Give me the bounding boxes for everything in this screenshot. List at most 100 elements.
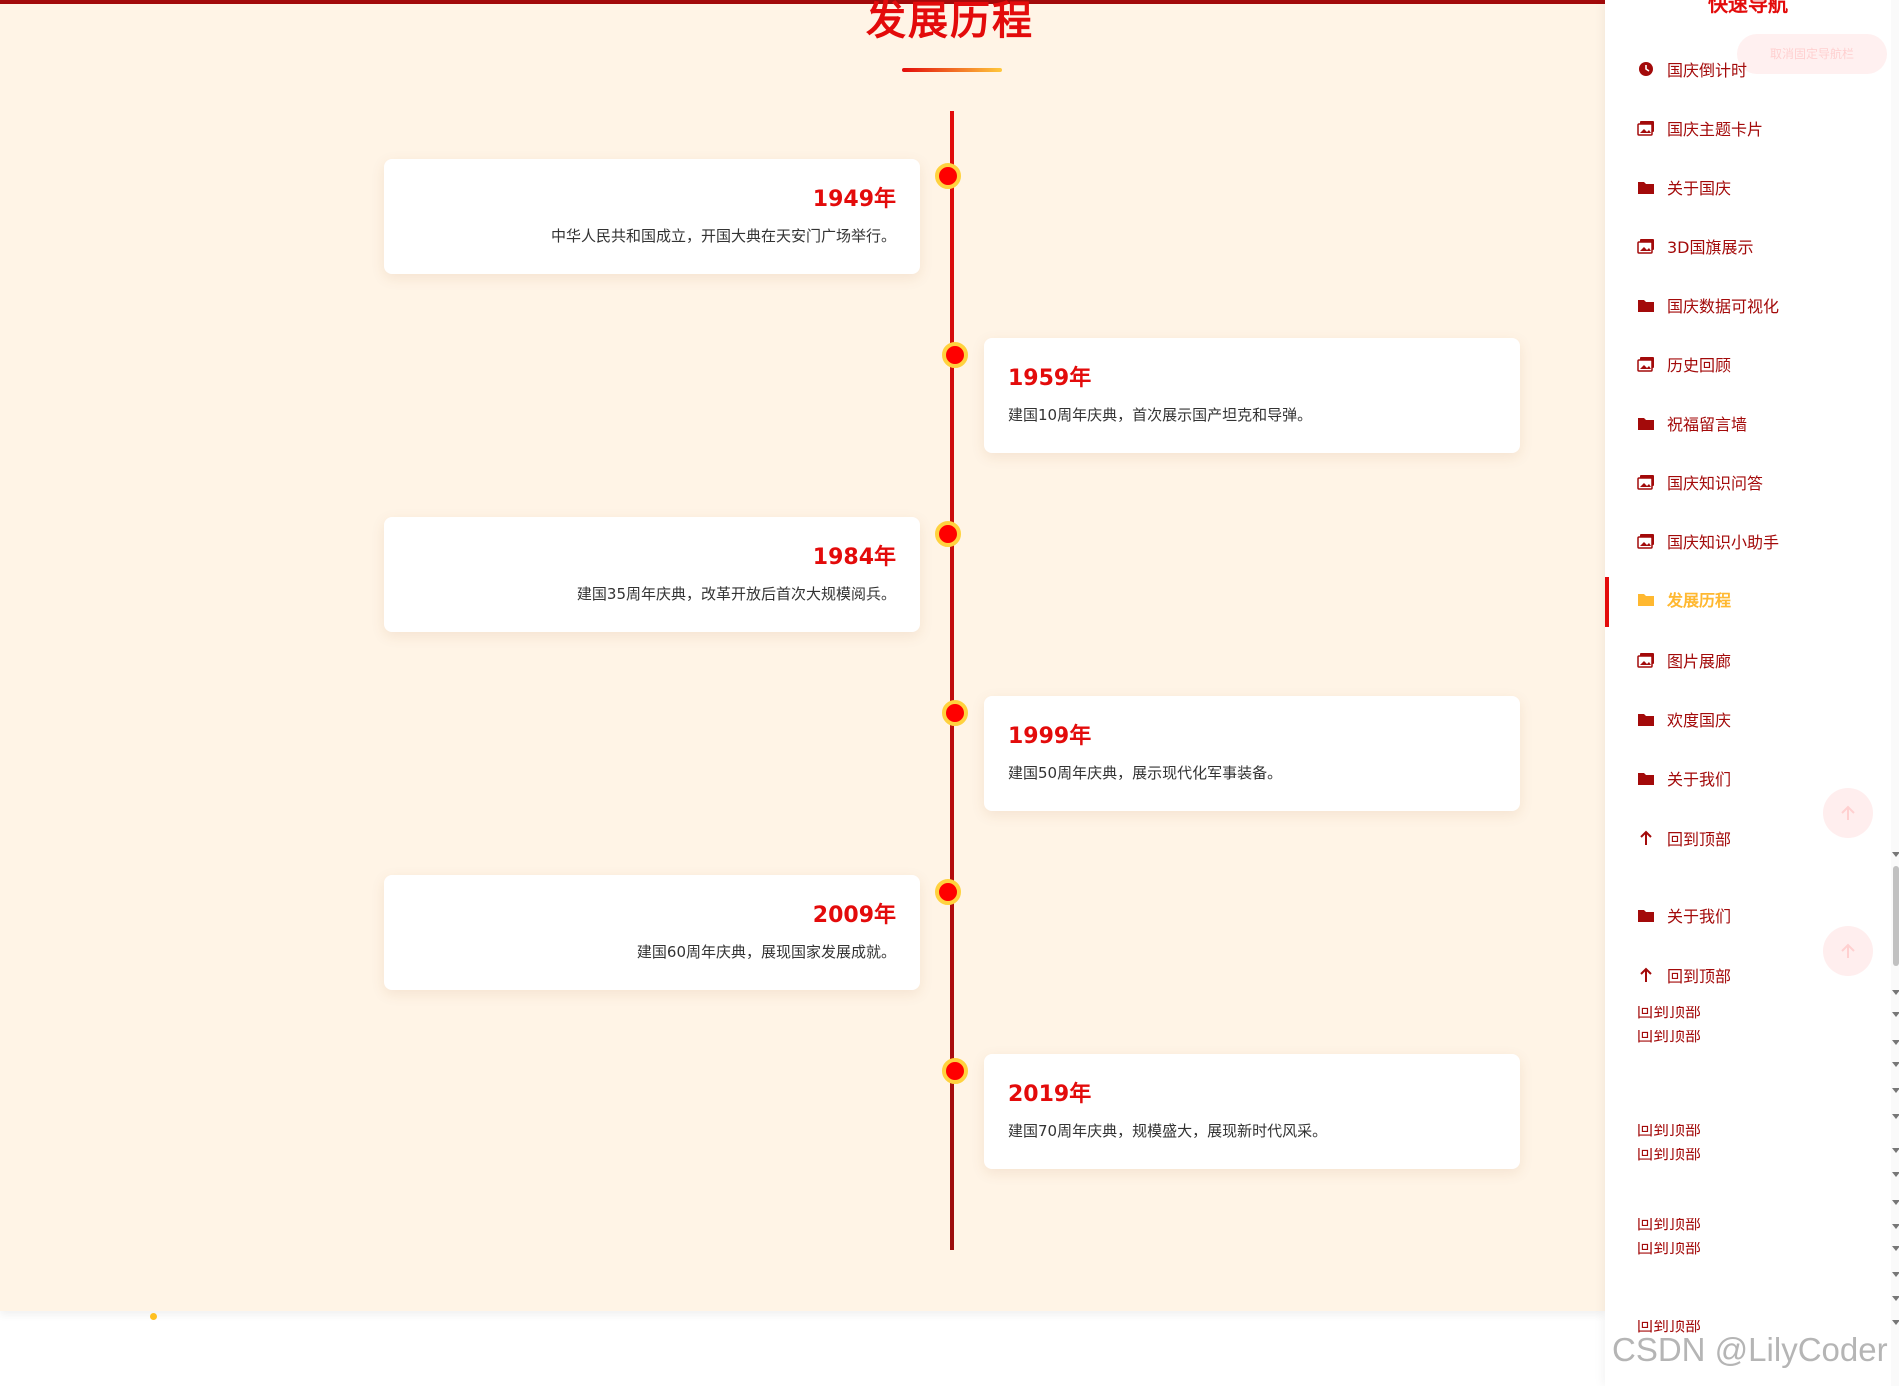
- nav-item-label: 回到顶部: [1667, 967, 1732, 986]
- nav-item-label: 发展历程: [1667, 591, 1732, 610]
- timeline-year: 2019年: [1008, 1082, 1092, 1107]
- nav-item-label: 欢度国庆: [1667, 711, 1732, 730]
- nav-item-label: 国庆知识问答: [1667, 474, 1764, 493]
- timeline-desc: 建国70周年庆典，规模盛大，展现新时代风采。: [1008, 1122, 1328, 1140]
- clock-icon: [1637, 60, 1655, 78]
- nav-item-data-visualization[interactable]: 国庆数据可视化: [1605, 283, 1891, 327]
- folder-icon: [1637, 178, 1655, 196]
- nav-item-back-to-top[interactable]: 回到顶部: [1605, 816, 1891, 860]
- scroll-down-arrow-icon[interactable]: [1892, 1114, 1899, 1119]
- nav-item-label: 国庆知识小助手: [1667, 533, 1780, 552]
- scroll-down-arrow-icon[interactable]: [1892, 1172, 1899, 1177]
- nav-item-label: 关于国庆: [1667, 179, 1732, 198]
- unpin-nav-button[interactable]: 取消固定导航栏: [1737, 34, 1887, 74]
- image-icon: [1637, 355, 1655, 373]
- folder-icon: [1637, 590, 1655, 608]
- nav-item-label: 历史回顾: [1667, 356, 1732, 375]
- timeline-section: 发展历程 1949年 中华人民共和国成立，开国大典在天安门广场举行。 1959年…: [0, 0, 1605, 1311]
- nav-item-back-to-top-clipped[interactable]: 回到顶部: [1605, 1242, 1891, 1258]
- title-underline: [902, 68, 1002, 72]
- back-to-top-float-button[interactable]: [1823, 926, 1873, 976]
- arrow-up-icon: [1637, 966, 1655, 984]
- timeline-card: 1949年 中华人民共和国成立，开国大典在天安门广场举行。: [384, 159, 920, 274]
- scrollbar[interactable]: [1891, 0, 1899, 1386]
- image-icon: [1637, 532, 1655, 550]
- timeline-card: 2019年 建国70周年庆典，规模盛大，展现新时代风采。: [984, 1054, 1520, 1169]
- scroll-down-arrow-icon[interactable]: [1892, 1040, 1899, 1045]
- timeline-line: [950, 111, 954, 1250]
- back-to-top-float-button[interactable]: [1823, 788, 1873, 838]
- scroll-down-arrow-icon[interactable]: [1892, 1200, 1899, 1205]
- timeline-card: 2009年 建国60周年庆典，展现国家发展成就。: [384, 875, 920, 990]
- scroll-down-arrow-icon[interactable]: [1892, 990, 1899, 995]
- nav-item-about-national-day[interactable]: 关于国庆: [1605, 165, 1891, 209]
- image-icon: [1637, 237, 1655, 255]
- timeline-desc: 中华人民共和国成立，开国大典在天安门广场举行。: [550, 227, 896, 245]
- timeline-desc: 建国10周年庆典，首次展示国产坦克和导弹。: [1008, 406, 1313, 424]
- nav-item-label: 3D国旗展示: [1667, 238, 1754, 257]
- nav-item-label: 关于我们: [1667, 770, 1732, 789]
- nav-item-label: 回到顶部: [1637, 1030, 1702, 1045]
- timeline-card: 1959年 建国10周年庆典，首次展示国产坦克和导弹。: [984, 338, 1520, 453]
- folder-icon: [1637, 296, 1655, 314]
- image-icon: [1637, 473, 1655, 491]
- image-icon: [1637, 651, 1655, 669]
- timeline-desc: 建国60周年庆典，展现国家发展成就。: [636, 943, 896, 961]
- timeline-desc: 建国50周年庆典，展示现代化军事装备。: [1008, 764, 1283, 782]
- nav-item-label: 关于我们: [1667, 907, 1732, 926]
- top-border: [0, 0, 1605, 4]
- folder-icon: [1637, 710, 1655, 728]
- nav-item-quiz[interactable]: 国庆知识问答: [1605, 460, 1891, 504]
- nav-item-about-us[interactable]: 关于我们: [1605, 756, 1891, 800]
- timeline-dot: [935, 879, 961, 905]
- scroll-down-arrow-icon[interactable]: [1892, 1224, 1899, 1229]
- quick-nav-sidebar: 快速导航 取消固定导航栏 国庆倒计时 国庆主题卡片 关于国庆 3D国旗展示 国庆…: [1605, 0, 1899, 1386]
- scroll-down-arrow-icon[interactable]: [1892, 1012, 1899, 1017]
- nav-item-label: 国庆主题卡片: [1667, 120, 1764, 139]
- nav-item-knowledge-assistant[interactable]: 国庆知识小助手: [1605, 519, 1891, 563]
- timeline-card: 1999年 建国50周年庆典，展示现代化军事装备。: [984, 696, 1520, 811]
- folder-icon: [1637, 769, 1655, 787]
- sidebar-title: 快速导航: [1708, 0, 1788, 16]
- nav-item-back-to-top-clipped[interactable]: 回到顶部: [1605, 1148, 1891, 1164]
- timeline-year: 1959年: [1008, 366, 1092, 391]
- timeline-year: 1999年: [1008, 724, 1092, 749]
- nav-item-countdown[interactable]: 国庆倒计时: [1605, 47, 1891, 91]
- nav-item-back-to-top-clipped[interactable]: 回到顶部: [1605, 1218, 1891, 1234]
- scroll-down-arrow-icon[interactable]: [1892, 1246, 1899, 1251]
- arrow-up-icon: [1637, 829, 1655, 847]
- timeline-desc: 建国35周年庆典，改革开放后首次大规模阅兵。: [576, 585, 896, 603]
- nav-item-3d-flag[interactable]: 3D国旗展示: [1605, 224, 1891, 268]
- nav-item-gallery[interactable]: 图片展廊: [1605, 638, 1891, 682]
- nav-item-history-review[interactable]: 历史回顾: [1605, 342, 1891, 386]
- nav-item-back-to-top-clipped[interactable]: 回到顶部: [1605, 1320, 1891, 1336]
- nav-item-label: 回到顶部: [1637, 1006, 1702, 1021]
- nav-item-back-to-top-clipped[interactable]: 回到顶部: [1605, 1006, 1891, 1022]
- timeline-dot: [942, 342, 968, 368]
- scroll-down-arrow-icon[interactable]: [1892, 1148, 1899, 1153]
- timeline-year: 1949年: [812, 187, 896, 212]
- nav-item-back-to-top-clipped[interactable]: 回到顶部: [1605, 1030, 1891, 1046]
- scroll-down-arrow-icon[interactable]: [1892, 1272, 1899, 1277]
- nav-item-wish-wall[interactable]: 祝福留言墙: [1605, 401, 1891, 445]
- nav-item-celebrate[interactable]: 欢度国庆: [1605, 697, 1891, 741]
- nav-item-theme-cards[interactable]: 国庆主题卡片: [1605, 106, 1891, 150]
- arrow-up-icon: [1841, 943, 1855, 958]
- timeline-year: 2009年: [812, 903, 896, 928]
- arrow-up-icon: [1841, 805, 1855, 820]
- nav-item-back-to-top-clipped[interactable]: 回到顶部: [1605, 1124, 1891, 1140]
- scroll-down-arrow-icon[interactable]: [1892, 1062, 1899, 1067]
- scroll-down-arrow-icon[interactable]: [1892, 1320, 1899, 1325]
- scroll-down-arrow-icon[interactable]: [1892, 1088, 1899, 1093]
- nav-item-development-history[interactable]: 发展历程: [1605, 577, 1891, 627]
- nav-item-label: 回到顶部: [1667, 830, 1732, 849]
- nav-item-label: 祝福留言墙: [1667, 415, 1748, 434]
- scroll-down-arrow-icon[interactable]: [1892, 852, 1899, 857]
- timeline-dot: [942, 700, 968, 726]
- scrollbar-thumb[interactable]: [1893, 866, 1899, 966]
- nav-item-about-us[interactable]: 关于我们: [1605, 893, 1891, 937]
- timeline-dot: [935, 163, 961, 189]
- image-icon: [1637, 119, 1655, 137]
- scroll-down-arrow-icon[interactable]: [1892, 1296, 1899, 1301]
- nav-item-back-to-top[interactable]: 回到顶部: [1605, 953, 1891, 997]
